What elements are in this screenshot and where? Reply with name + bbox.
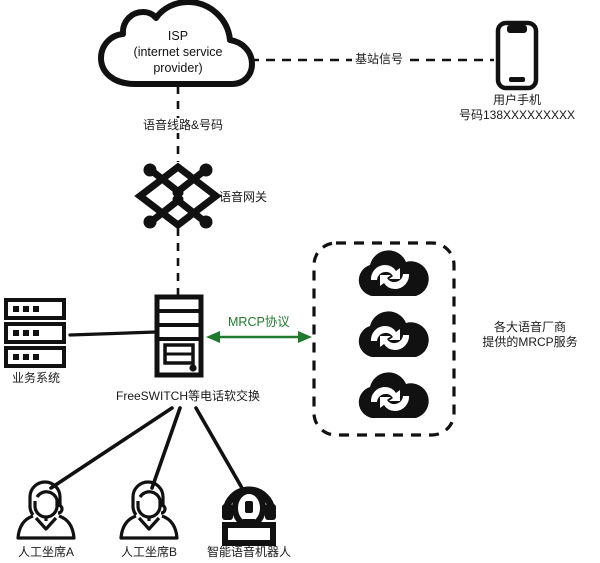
server-tower-icon xyxy=(154,294,204,378)
switch-to-agent-b-line xyxy=(150,406,182,490)
mrcp-arrow xyxy=(206,331,312,343)
isp-subtitle-line2: provider) xyxy=(153,61,203,75)
cloud-sync-icon xyxy=(358,372,429,418)
headset-agent-icon xyxy=(119,480,179,540)
network-gateway-nodes xyxy=(143,163,213,229)
switch-to-robot-line xyxy=(194,406,244,490)
cloud-sync-icon xyxy=(358,311,429,357)
voice-line-label: 语音线路&号码 xyxy=(141,118,226,133)
agent-b-label: 人工坐席B xyxy=(120,545,177,559)
business-system-label: 业务系统 xyxy=(11,371,60,385)
isp-label-group: ISP (internet service provider) xyxy=(118,28,238,76)
isp-subtitle-line1: (internet service xyxy=(133,45,223,59)
user-phone-label-line1: 用户手机 xyxy=(492,93,541,107)
freeswitch-label: FreeSWITCH等电话软交换 xyxy=(116,389,261,403)
vendor-label-line2: 提供的MRCP服务 xyxy=(482,335,578,349)
smartphone-icon xyxy=(495,20,539,91)
voice-gateway-label: 语音网关 xyxy=(219,190,268,204)
robot-label: 智能语音机器人 xyxy=(206,545,291,559)
headset-agent-icon xyxy=(16,480,76,540)
user-phone-label-line2: 号码138XXXXXXXXX xyxy=(458,108,576,122)
switch-to-agent-a-line xyxy=(49,406,174,490)
voice-robot-icon xyxy=(222,486,276,546)
cloud-icon xyxy=(98,0,255,87)
network-gateway-icon xyxy=(134,162,222,230)
agent-a-label: 人工坐席A xyxy=(17,545,74,559)
business-to-switch-line xyxy=(68,330,158,337)
cloud-sync-icon xyxy=(358,250,429,296)
server-rack-icon xyxy=(4,298,66,368)
vendor-label-line1: 各大语音厂商 xyxy=(493,320,566,334)
mrcp-protocol-label: MRCP协议 xyxy=(228,315,290,329)
base-station-label: 基站信号 xyxy=(352,52,407,67)
isp-title: ISP xyxy=(167,29,189,43)
